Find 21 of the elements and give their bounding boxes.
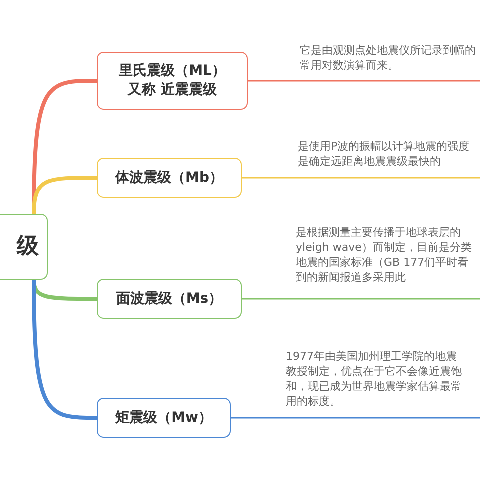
- connector-line: [32, 176, 97, 214]
- topic-text: 里氏震级（ML）: [119, 62, 226, 81]
- topic-text: 体波震级（Mb）: [116, 168, 224, 188]
- topic-text: 矩震级（Mw）: [116, 408, 212, 428]
- description-text: 是使用P波的振幅以计算地震的强度是确定远距离地震震级最快的: [298, 140, 471, 170]
- description-text: 它是由观测点处地震仪所记录到幅的常用对数演算而来。: [300, 44, 477, 74]
- topic-text: 面波震级（Ms）: [116, 290, 223, 308]
- connector-line: [242, 177, 480, 179]
- root-topic-box: [0, 214, 48, 280]
- connector-line: [32, 280, 98, 420]
- topic-box: [97, 398, 231, 438]
- description-text: 是根据测量主要传播于地球表层的yleigh wave）而制定，目前是分类地震的国家标准（GB 177们平时看到的新闻报道多采用此: [296, 226, 473, 286]
- connector-line: [231, 417, 480, 419]
- topic-box: [97, 52, 248, 110]
- topic-text: 级: [17, 233, 39, 262]
- topic-box: [97, 279, 242, 319]
- description-text: 1977年由美国加州理工学院的地震教授制定，优点在于它不会像近震饱和，现已成为世界地震学家估算最常用的标度。: [286, 350, 463, 410]
- connector-line: [242, 298, 480, 300]
- topic-text: 又称 近震震级: [128, 81, 217, 100]
- topic-box: [97, 158, 242, 198]
- connector-line: [248, 80, 480, 82]
